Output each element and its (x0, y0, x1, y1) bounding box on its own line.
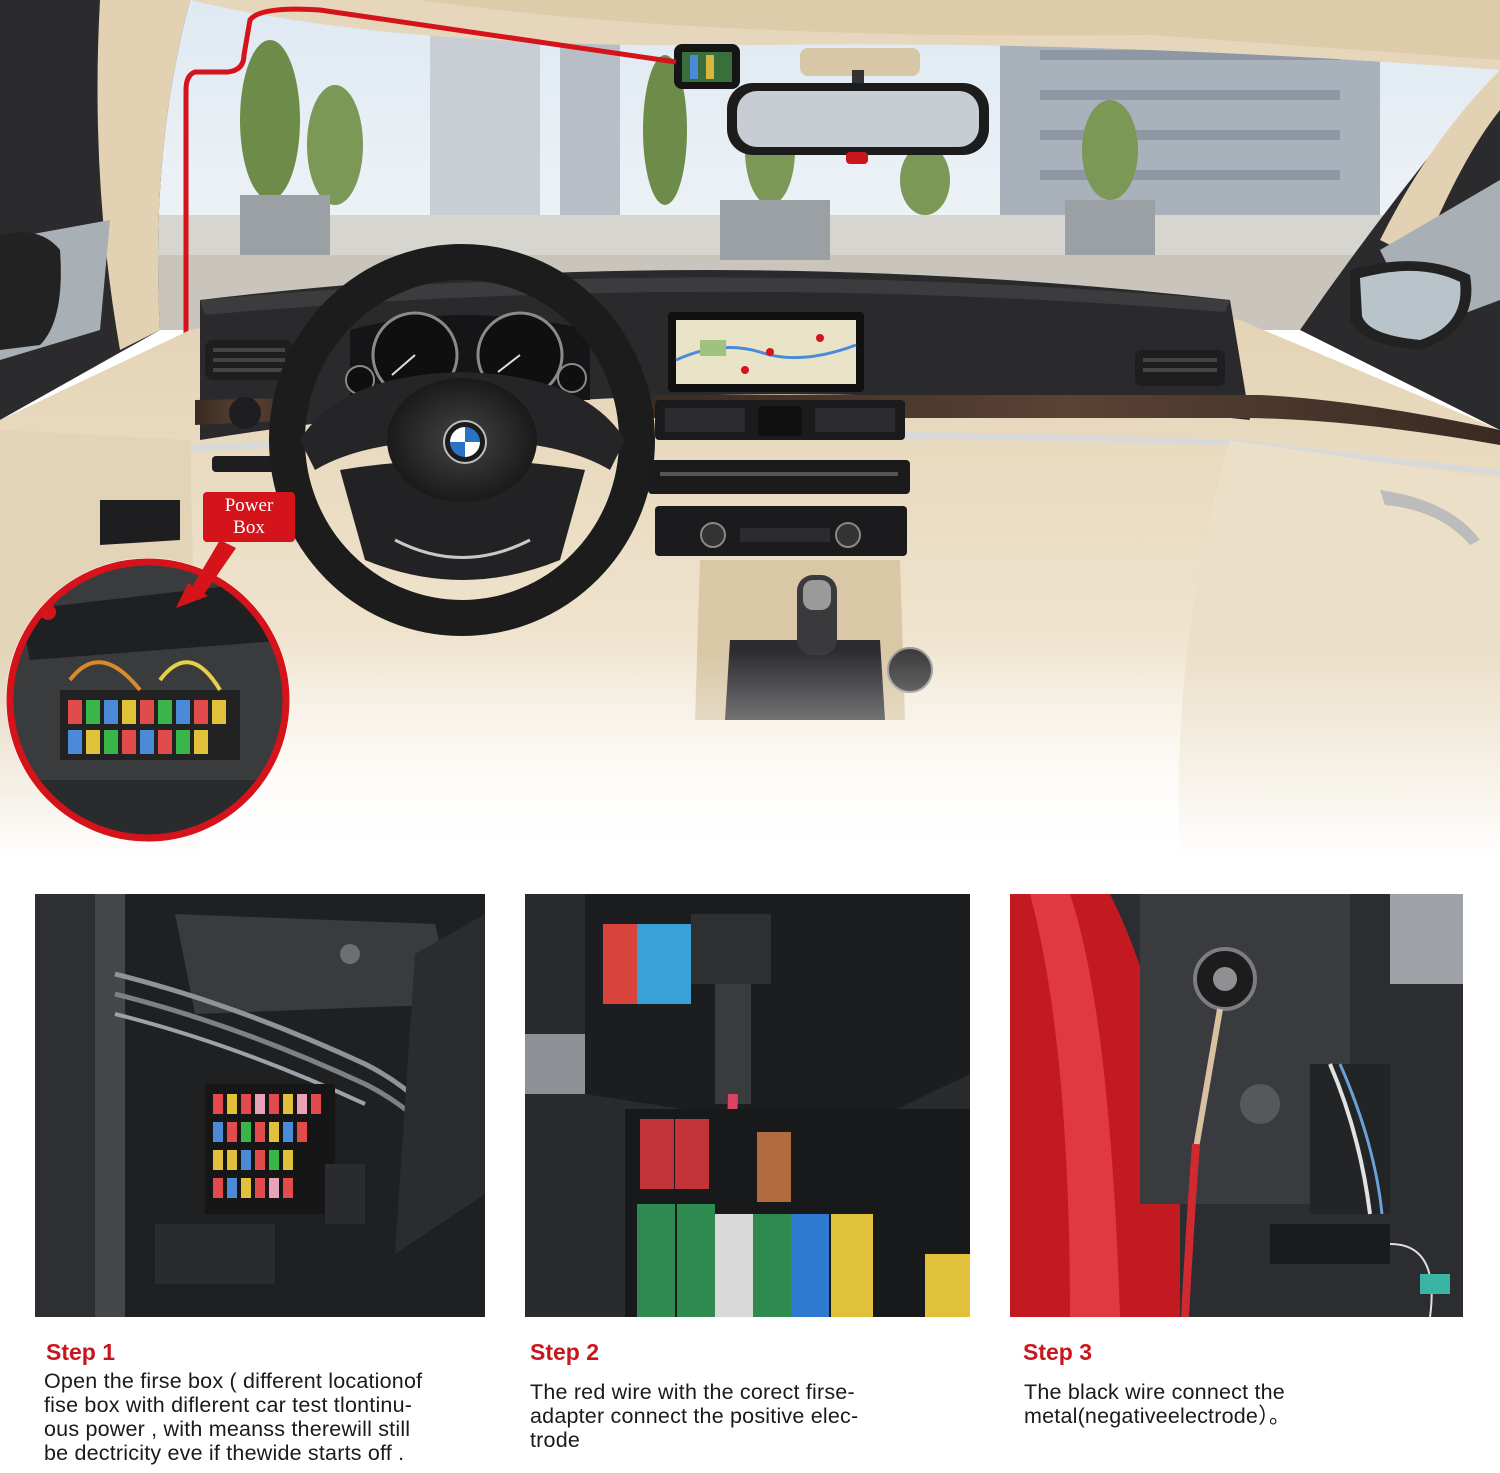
fuse-box-inset (6, 558, 290, 842)
callout-arrow (188, 540, 236, 600)
step-1-photo (35, 894, 485, 1317)
fuse-adapter-image (525, 894, 970, 1317)
car-interior-scene (0, 0, 1500, 860)
step-2-photo (525, 894, 970, 1317)
ground-wire-image (1010, 894, 1463, 1317)
step-1-description: Open the firse box ( different locationo… (44, 1369, 423, 1465)
car-interior-illustration: Power Box (0, 0, 1500, 860)
step-2-description: The red wire with the corect firse- adap… (530, 1380, 859, 1452)
step-3-photo (1010, 894, 1463, 1317)
radio-unit (648, 460, 910, 494)
fuse-box-open-image (35, 894, 485, 1317)
steering-wheel (269, 244, 655, 636)
step-3-description: The black wire connect the metal(negativ… (1024, 1380, 1291, 1428)
step-2-title: Step 2 (530, 1339, 600, 1365)
step-3-title: Step 3 (1023, 1339, 1093, 1365)
step-1-title: Step 1 (46, 1339, 116, 1365)
power-box-label: Power Box (203, 492, 295, 542)
